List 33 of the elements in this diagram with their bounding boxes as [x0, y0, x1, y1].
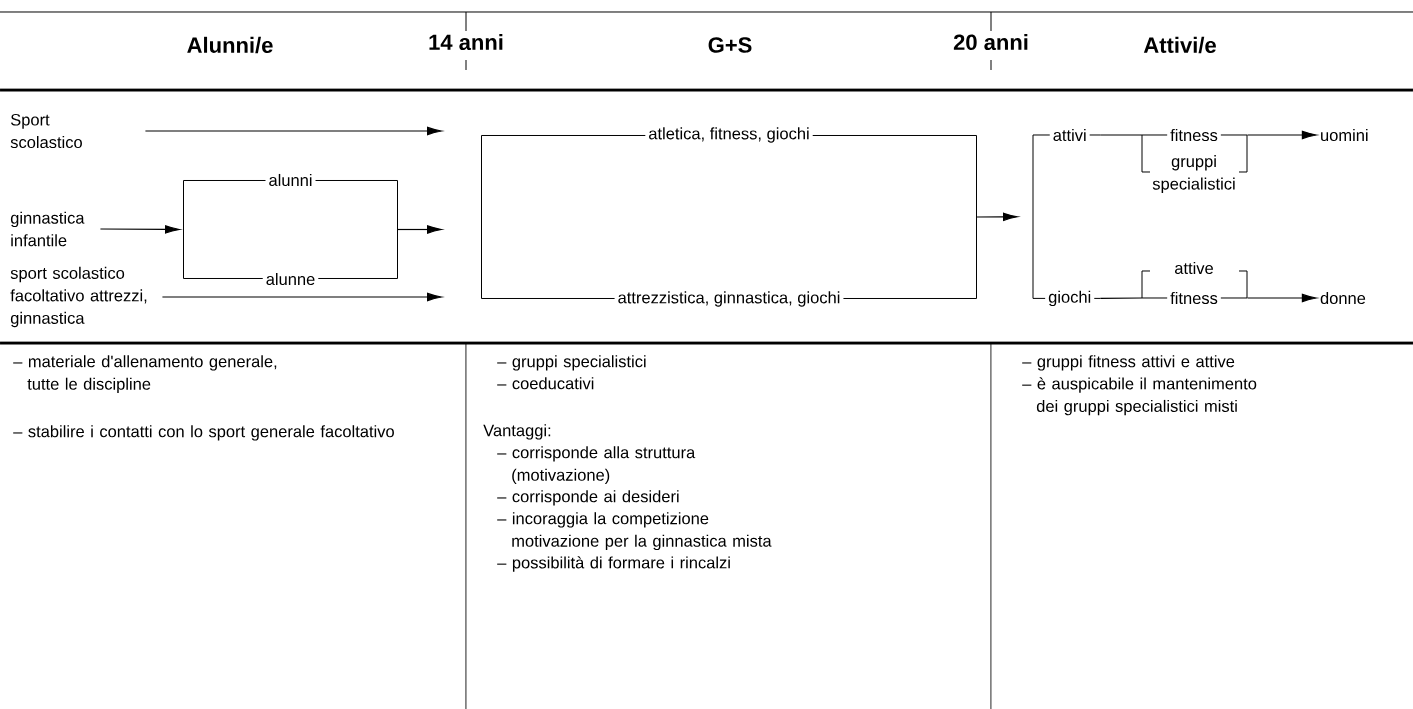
- note-text: – gruppi specialistici: [497, 355, 646, 371]
- note-text: – è auspicabile il mantenimento dei gruppi specialistici misti: [1022, 377, 1257, 416]
- bracket-box: alunni alunne: [183, 170, 398, 289]
- note-text: – materiale d'allenamento generale, tutte le discipline: [13, 355, 277, 394]
- note-text: – possibilità di formare i rincalzi: [497, 556, 730, 572]
- arrow: [161, 292, 442, 302]
- target-text: uomini: [1321, 128, 1368, 142]
- arrow: [1246, 130, 1317, 140]
- column-heading: Attivi/e: [1143, 36, 1216, 54]
- source-text: sport scolastico facoltativo attrezzi, ginnastica: [10, 266, 147, 328]
- source-text: ginnastica infantile: [10, 211, 85, 247]
- node-label: attivi: [1053, 128, 1086, 142]
- arrow: [1246, 293, 1317, 303]
- column-heading: 14 anni: [429, 33, 503, 51]
- target-text: donne: [1320, 291, 1366, 305]
- arrow: [144, 126, 442, 136]
- note-text: Vantaggi:: [483, 424, 551, 440]
- note-text: – gruppi fitness attivi e attive: [1022, 355, 1235, 371]
- column-heading: 20 anni: [953, 33, 1028, 51]
- bracket: attivi giochi: [1032, 125, 1101, 310]
- source-text: Sport scolastico: [10, 113, 82, 149]
- node-label: giochi: [1048, 290, 1091, 307]
- bracket: attive fitness: [1141, 259, 1248, 308]
- note-text: – coeducativi: [497, 377, 594, 390]
- bracket: fitness gruppi specialistici: [1141, 125, 1248, 193]
- note-text: – corrisponde ai desideri: [497, 490, 679, 506]
- note-text: – corrisponde alla struttura (motivazione): [497, 446, 696, 485]
- column-heading: Alunni/e: [187, 36, 273, 54]
- bracket-box: atletica, fitness, giochi attrezzistica, ginnastica, giochi: [481, 124, 977, 310]
- note-text: – stabilire i contatti con lo sport generale facoltativo: [13, 425, 394, 441]
- note-text: – incoraggia la competizione motivazione per la ginnastica mista: [497, 512, 772, 551]
- arrow: [976, 212, 1018, 222]
- column-heading: G+S: [708, 37, 752, 53]
